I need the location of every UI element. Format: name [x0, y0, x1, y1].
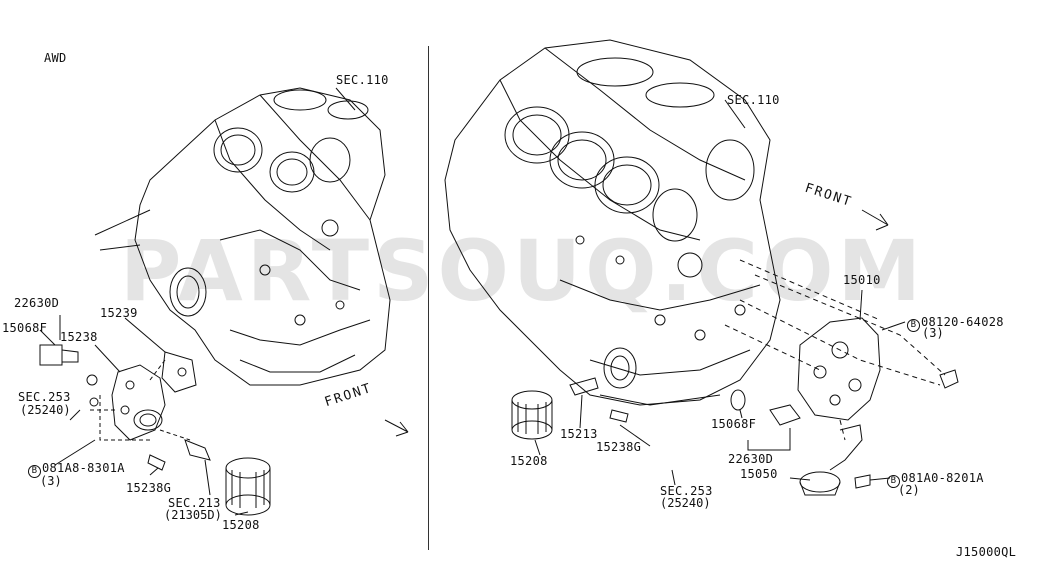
right-sec-253-label[interactable]: SEC.253	[660, 484, 713, 498]
bolt-b-icon: B	[887, 475, 900, 488]
bolt-b-icon: B	[28, 465, 41, 478]
left-part-22630d[interactable]: 22630D	[14, 296, 60, 310]
left-oil-filter-bracket	[111, 351, 197, 441]
right-sec-253-sub: (25240)	[660, 496, 711, 510]
left-sec-253-label[interactable]: SEC.253	[18, 390, 71, 404]
right-bolt-ref-text: 08120-64028	[921, 315, 1004, 329]
left-oil-filter	[225, 457, 271, 516]
watermark: PARTSOUQ.COM	[119, 222, 926, 320]
left-part-15239[interactable]: 15239	[100, 306, 138, 320]
left-sec-110-label[interactable]: SEC.110	[336, 73, 389, 87]
left-engine-block	[94, 87, 391, 386]
panel-divider	[428, 46, 429, 550]
right-bolt2-ref-text: 081A0-8201A	[901, 471, 984, 485]
right-small-parts	[569, 369, 959, 489]
right-part-15208[interactable]: 15208	[510, 454, 548, 468]
left-connector-bolt	[147, 439, 211, 471]
bolt-b-icon: B	[907, 319, 920, 332]
left-bolt-ref-text: 081A8-8301A	[42, 461, 125, 475]
right-engine-block	[444, 39, 781, 406]
variant-label: AWD	[44, 51, 67, 65]
right-part-15213[interactable]: 15213	[560, 427, 598, 441]
left-leaders	[39, 87, 409, 516]
left-dashed-guides	[90, 359, 191, 441]
right-part-15068f[interactable]: 15068F	[711, 417, 757, 431]
left-sec-213-sub: (21305D)	[164, 508, 222, 522]
right-part-15238g[interactable]: 15238G	[596, 440, 642, 454]
right-part-22630d[interactable]: 22630D	[728, 452, 774, 466]
right-sec-110-label[interactable]: SEC.110	[727, 93, 780, 107]
left-sec-213-label[interactable]: SEC.213	[168, 496, 221, 510]
right-part-15010[interactable]: 15010	[843, 273, 881, 287]
right-oil-filter-bracket	[603, 347, 637, 389]
right-oil-filter	[511, 390, 553, 440]
left-part-15238g[interactable]: 15238G	[126, 481, 172, 495]
left-bolt-qty: (3)	[40, 474, 62, 488]
left-part-15238[interactable]: 15238	[60, 330, 98, 344]
left-part-15068f[interactable]: 15068F	[2, 321, 48, 335]
right-leaders	[534, 99, 906, 486]
right-strainer	[799, 424, 863, 496]
left-part-15208[interactable]: 15208	[222, 518, 260, 532]
right-dashed-guides	[724, 259, 946, 441]
right-part-15050[interactable]: 15050	[740, 467, 778, 481]
right-bolt-qty: (3)	[922, 326, 944, 340]
right-bolt2-qty: (2)	[898, 483, 920, 497]
right-oil-pump	[797, 317, 881, 421]
diagram-code: J15000QL	[956, 545, 1017, 559]
left-sec-253-sub: (25240)	[20, 403, 71, 417]
